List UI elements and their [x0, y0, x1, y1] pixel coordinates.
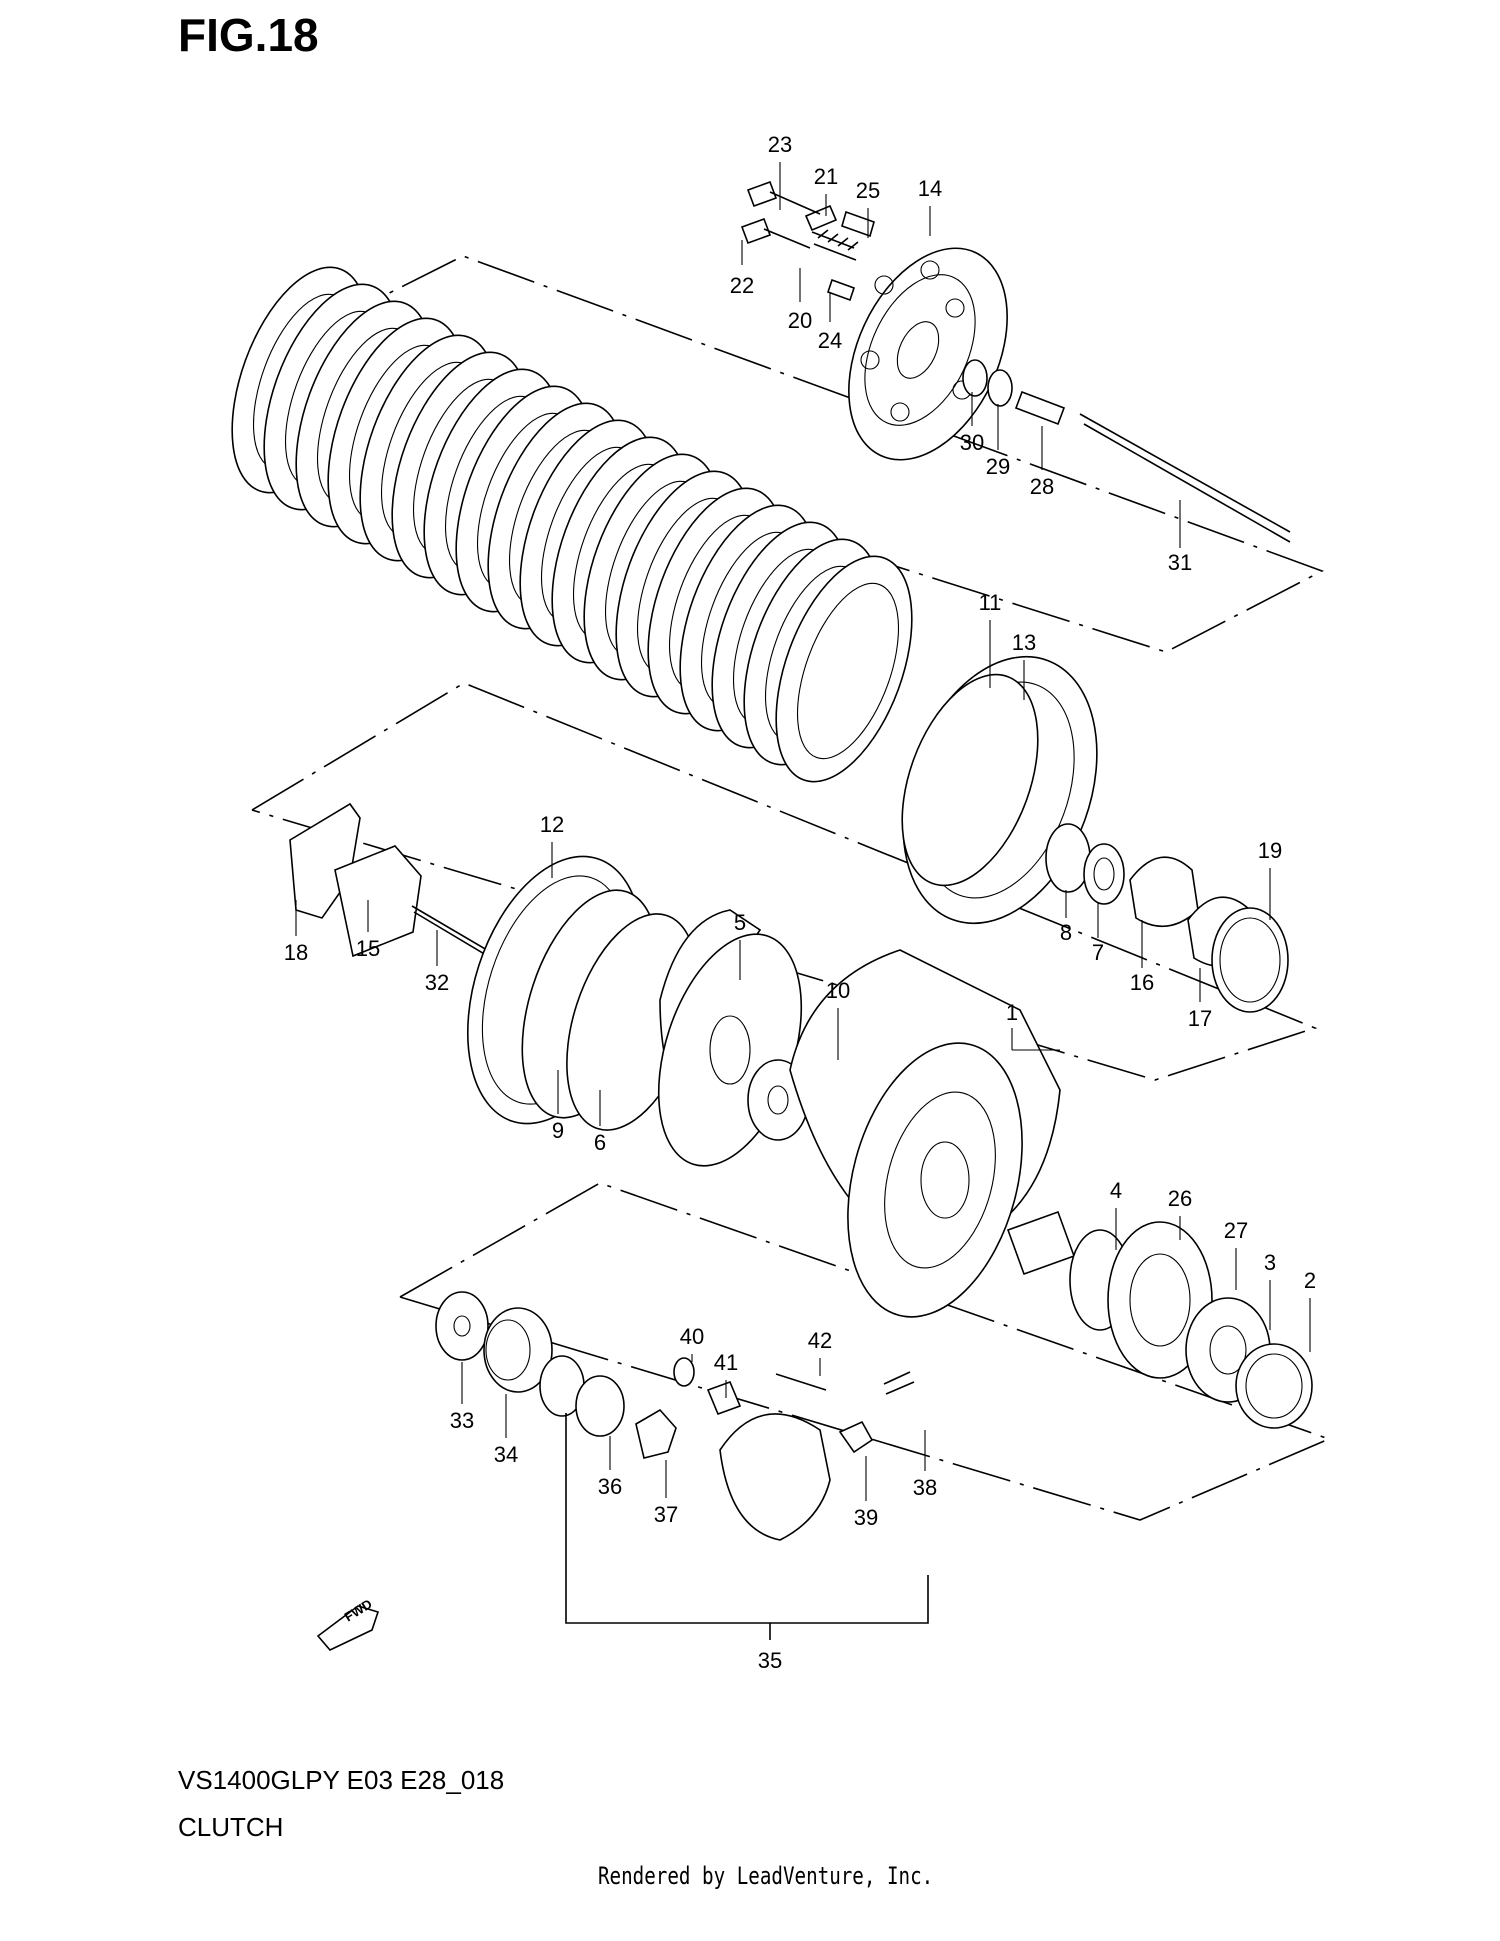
- bearing-and-washers: [1045, 823, 1289, 1013]
- callout-28: 28: [1030, 474, 1054, 499]
- callout-numbers: 1234567891011121314151617181920212223242…: [284, 132, 1316, 1673]
- callout-38: 38: [913, 1475, 937, 1500]
- pressure-plate: [848, 247, 1008, 461]
- pushrod-assembly: [962, 359, 1291, 543]
- callout-1: 1: [1006, 1000, 1018, 1025]
- judder-spring-and-seat: [901, 655, 1098, 925]
- callout-13: 13: [1012, 630, 1036, 655]
- callout-17: 17: [1188, 1006, 1212, 1031]
- callout-2: 2: [1304, 1268, 1316, 1293]
- model-code: VS1400GLPY E03 E28_018: [178, 1765, 505, 1795]
- primary-driven-gear-assembly: [789, 949, 1061, 1318]
- clutch-plates-group: [231, 266, 913, 783]
- callout-40: 40: [680, 1324, 704, 1349]
- render-credit: Rendered by LeadVenture, Inc.: [598, 1862, 934, 1890]
- callout-4: 4: [1110, 1178, 1122, 1203]
- callout-19: 19: [1258, 838, 1282, 863]
- callout-33: 33: [450, 1408, 474, 1433]
- bolts-and-springs: [740, 180, 875, 302]
- clutch-release-cylinder-parts: [435, 1291, 915, 1541]
- needle-bearing-and-gears: [1006, 1210, 1313, 1429]
- friction-plate: [775, 555, 913, 783]
- callout-39: 39: [854, 1505, 878, 1530]
- callout-12: 12: [540, 812, 564, 837]
- callout-35: 35: [758, 1648, 782, 1673]
- callout-3: 3: [1264, 1250, 1276, 1275]
- callout-23: 23: [768, 132, 792, 157]
- callout-16: 16: [1130, 970, 1154, 995]
- callout-29: 29: [986, 454, 1010, 479]
- callout-27: 27: [1224, 1218, 1248, 1243]
- release-lever-assembly: [289, 802, 539, 987]
- fwd-arrow: FWD: [316, 1596, 380, 1651]
- callout-34: 34: [494, 1442, 518, 1467]
- callout-8: 8: [1060, 920, 1072, 945]
- callout-leader-lines: [295, 162, 1311, 1501]
- callout-18: 18: [284, 940, 308, 965]
- callout-11: 11: [979, 590, 1002, 615]
- callout-15: 15: [356, 936, 380, 961]
- plate-inner-edge: [796, 582, 900, 760]
- callout-10: 10: [826, 978, 850, 1003]
- callout-14: 14: [918, 176, 942, 201]
- callout-41: 41: [714, 1350, 738, 1375]
- callout-32: 32: [425, 970, 449, 995]
- frame-primary-gear: [399, 1182, 1332, 1521]
- callout-25: 25: [856, 178, 880, 203]
- callout-31: 31: [1168, 550, 1192, 575]
- callout-36: 36: [598, 1474, 622, 1499]
- callout-37: 37: [654, 1502, 678, 1527]
- callout-26: 26: [1168, 1186, 1192, 1211]
- figure-title: FIG.18: [178, 9, 319, 61]
- callout-5: 5: [734, 910, 746, 935]
- callout-24: 24: [818, 328, 842, 353]
- callout-42: 42: [808, 1328, 832, 1353]
- callout-9: 9: [552, 1118, 564, 1143]
- section-name: CLUTCH: [178, 1812, 284, 1842]
- callout-21: 21: [814, 164, 838, 189]
- callout-6: 6: [594, 1130, 606, 1155]
- callout-22: 22: [730, 273, 754, 298]
- callout-7: 7: [1092, 940, 1104, 965]
- callout-30: 30: [960, 430, 984, 455]
- callout-20: 20: [788, 308, 812, 333]
- clutch-sleeve-hub: [657, 909, 809, 1167]
- bracket-35: [565, 1413, 929, 1624]
